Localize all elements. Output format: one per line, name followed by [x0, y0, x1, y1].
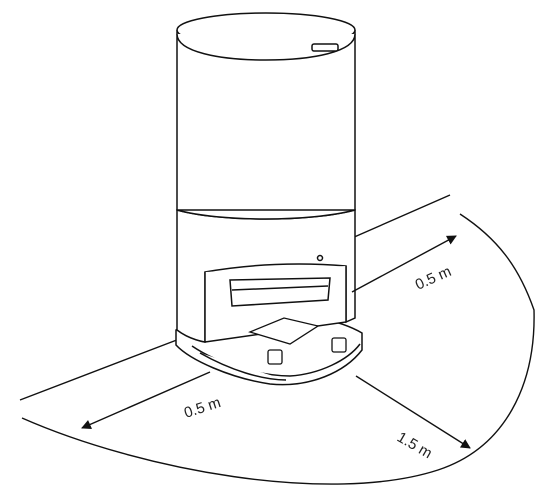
- wall-base-line-right: [351, 194, 451, 239]
- left-clearance-label: 0.5 m: [182, 394, 223, 422]
- wall-base-line-left: [19, 337, 183, 401]
- contact-tray: [248, 317, 320, 345]
- dust-bin-lid-button: [311, 43, 339, 52]
- dock-inner-slot: [229, 277, 331, 307]
- right-clearance-label: 0.5 m: [413, 263, 454, 294]
- dock-dust-bin: [176, 12, 356, 220]
- clearance-arrows: [81, 235, 471, 449]
- dock-base-edge: [199, 352, 287, 381]
- clearance-boundary-curve: [21, 213, 535, 485]
- wall-floor-lines: [19, 194, 535, 485]
- dock-slot-line: [231, 285, 329, 291]
- front-clearance-arrow: [355, 375, 471, 449]
- right-clearance-arrow: [351, 235, 457, 293]
- left-clearance-arrow: [81, 371, 211, 429]
- contact-pad-left: [267, 349, 283, 365]
- dock-body: [176, 209, 356, 343]
- dust-bin-lid-rim: [176, 33, 356, 61]
- dust-bin-body: [176, 30, 356, 220]
- dock-indicator-light: [316, 254, 324, 262]
- charging-contacts: [248, 317, 347, 365]
- front-clearance-label: 1.5 m: [394, 429, 435, 462]
- contact-pad-right: [331, 337, 347, 353]
